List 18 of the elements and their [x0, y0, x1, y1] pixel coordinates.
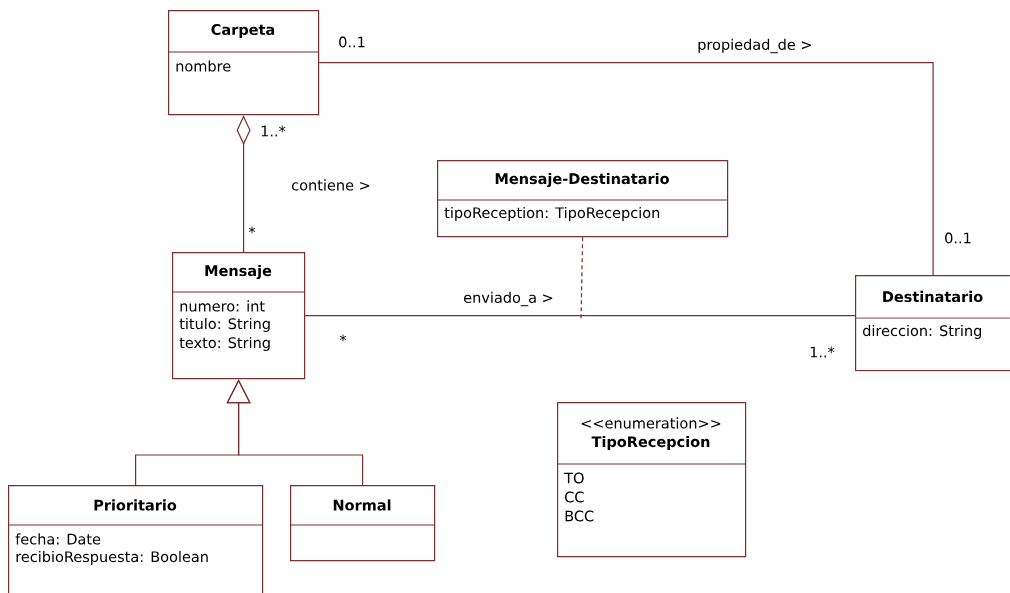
class-box: <<enumeration>> TipoRecepcion TO CC BCC [556, 402, 747, 558]
class-box: Prioritario fecha: Date recibioRespuesta: Boolean [7, 485, 264, 593]
edge-label: contiene > [290, 178, 372, 192]
multiplicity-label: * [338, 333, 348, 347]
generalization-arrow [226, 379, 364, 486]
multiplicity-label: * [247, 225, 257, 239]
multiplicity-label: 0..1 [943, 231, 973, 245]
class-box: Mensaje-Destinatario tipoReception: TipoRecepcion [436, 160, 729, 238]
edge-label: enviado_a > [462, 290, 555, 308]
edge-label: propiedad_de > [696, 37, 814, 55]
class-box: Mensaje numero: int titulo: String texto: String [171, 252, 306, 380]
class-box: Normal [289, 485, 436, 562]
association-line [318, 62, 934, 276]
class-box: Carpeta nombre [167, 10, 320, 116]
association-line [304, 315, 856, 317]
class-box: Destinatario direccion: String [854, 275, 1010, 372]
multiplicity-label: 0..1 [337, 35, 367, 49]
multiplicity-label: 1..* [808, 345, 836, 359]
